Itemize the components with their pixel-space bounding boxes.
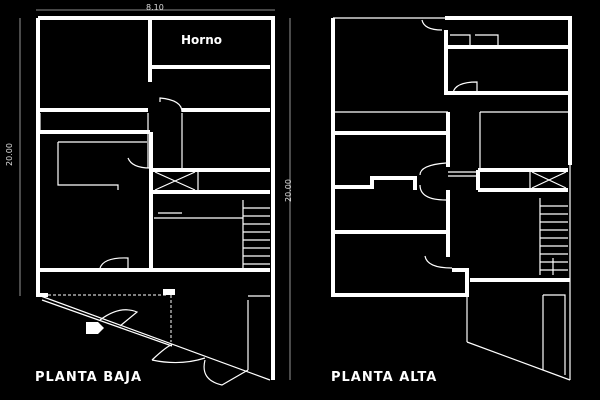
width-dimension: 8.10	[146, 3, 164, 12]
left-height-dimension: 20.00	[4, 143, 14, 166]
column	[163, 289, 175, 295]
entrance-arrow-icon	[86, 322, 104, 334]
ground-floor-title: PLANTA BAJA	[35, 370, 143, 385]
upper-floor-plan	[331, 16, 572, 381]
ground-floor-plan	[36, 16, 275, 386]
room-label-horno: Horno	[181, 33, 222, 47]
dimension-lines	[19, 9, 291, 380]
right-height-dimension: 20.00	[283, 179, 293, 202]
upper-floor-title: PLANTA ALTA	[331, 370, 438, 385]
